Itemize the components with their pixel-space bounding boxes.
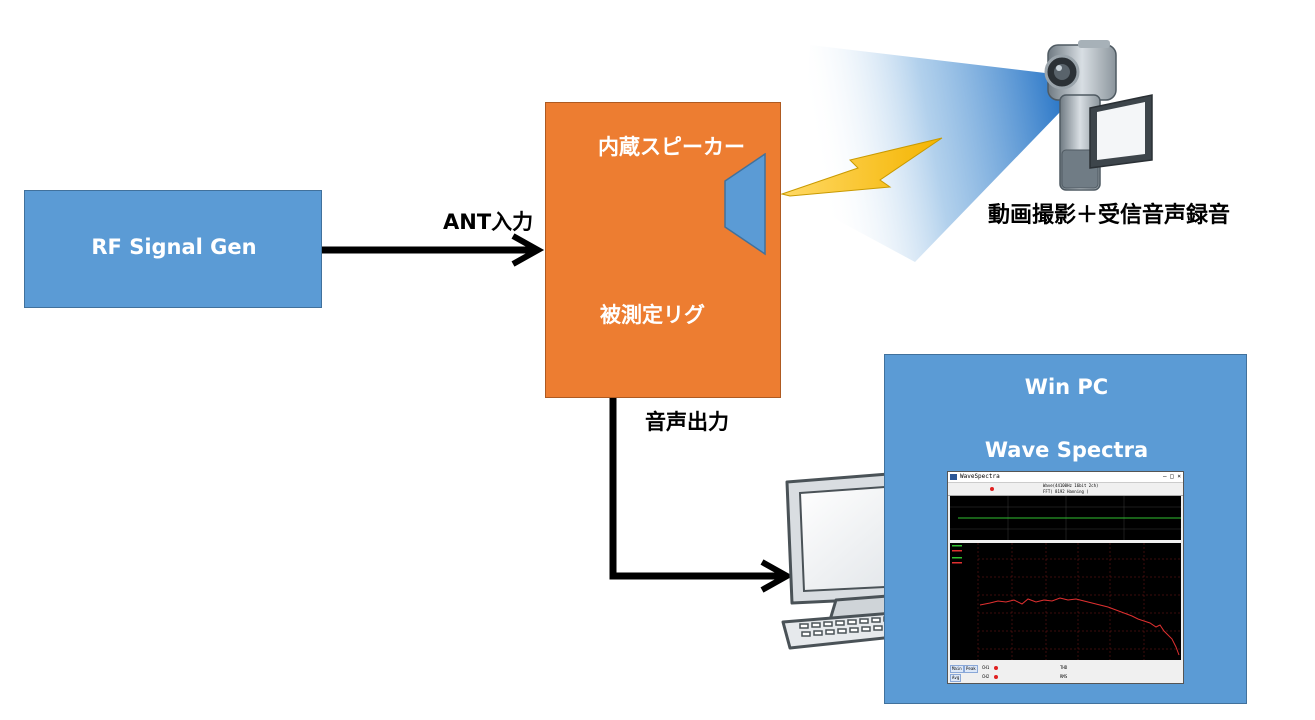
camera-caption-label: 動画撮影＋受信音声録音 <box>988 203 1231 228</box>
ws-waveform-panel <box>950 496 1181 540</box>
ws-main-button[interactable]: Main <box>950 665 964 673</box>
ws-legend-marks <box>952 545 962 559</box>
wave-spectra-window: WaveSpectra – □ × Wave(44100Hz 16bit 2ch… <box>947 471 1184 684</box>
sound-bolt-icon <box>780 137 943 197</box>
ws-ch1-label: CH1 <box>982 665 990 670</box>
audio-output-label: 音声出力 <box>645 410 729 434</box>
ws-info-line2: FFT( 8192 Hanning ) <box>1043 489 1089 494</box>
ws-title: WaveSpectra <box>960 473 1000 480</box>
ws-info-line1: Wave(44100Hz 16bit 2ch) <box>1043 483 1099 488</box>
rf-signal-gen-label: RF Signal Gen <box>91 235 257 259</box>
ws-window-controls-icon: – □ × <box>1162 473 1181 480</box>
rig-under-test-block: 内蔵スピーカー 被測定リグ <box>545 102 781 398</box>
ant-connection-arrow <box>322 233 545 267</box>
ws-rms-label: RMS <box>1060 674 1068 679</box>
ws-ch2-rec-icon <box>994 675 998 679</box>
ws-titlebar: WaveSpectra – □ × <box>948 472 1183 483</box>
ws-record-icon <box>990 487 994 491</box>
ws-ch2-label: CH2 <box>982 674 990 679</box>
ws-peak-button[interactable]: Peak <box>964 665 978 673</box>
ws-toolbar: Wave(44100Hz 16bit 2ch) FFT( 8192 Hannin… <box>948 483 1183 496</box>
ws-waveform-plot <box>950 496 1181 540</box>
ws-avg-button[interactable]: Avg <box>950 674 962 682</box>
wave-spectra-label: Wave Spectra <box>984 438 1149 462</box>
ws-thd-label: THD <box>1060 665 1068 670</box>
ws-app-icon <box>950 474 957 480</box>
win-pc-label: Win PC <box>1024 375 1109 399</box>
audio-connection-arrow <box>609 398 794 593</box>
rig-name-label: 被測定リグ <box>600 303 705 327</box>
video-camera-icon <box>1044 40 1153 191</box>
camera-view-beam <box>800 45 1062 262</box>
ant-input-label: ANT入力 <box>443 210 534 234</box>
ws-ch1-rec-icon <box>994 666 998 670</box>
ws-spectrum-panel <box>950 543 1181 660</box>
ws-spectrum-trace <box>979 597 1180 656</box>
internal-speaker-label: 内蔵スピーカー <box>598 135 745 159</box>
rf-signal-gen-block: RF Signal Gen <box>24 190 322 308</box>
ws-spectrum-plot <box>952 543 1181 660</box>
speaker-icon <box>724 153 766 256</box>
ws-bottom-controls: Main Peak Avg CH1 CH2 THD RMS <box>948 662 1183 683</box>
